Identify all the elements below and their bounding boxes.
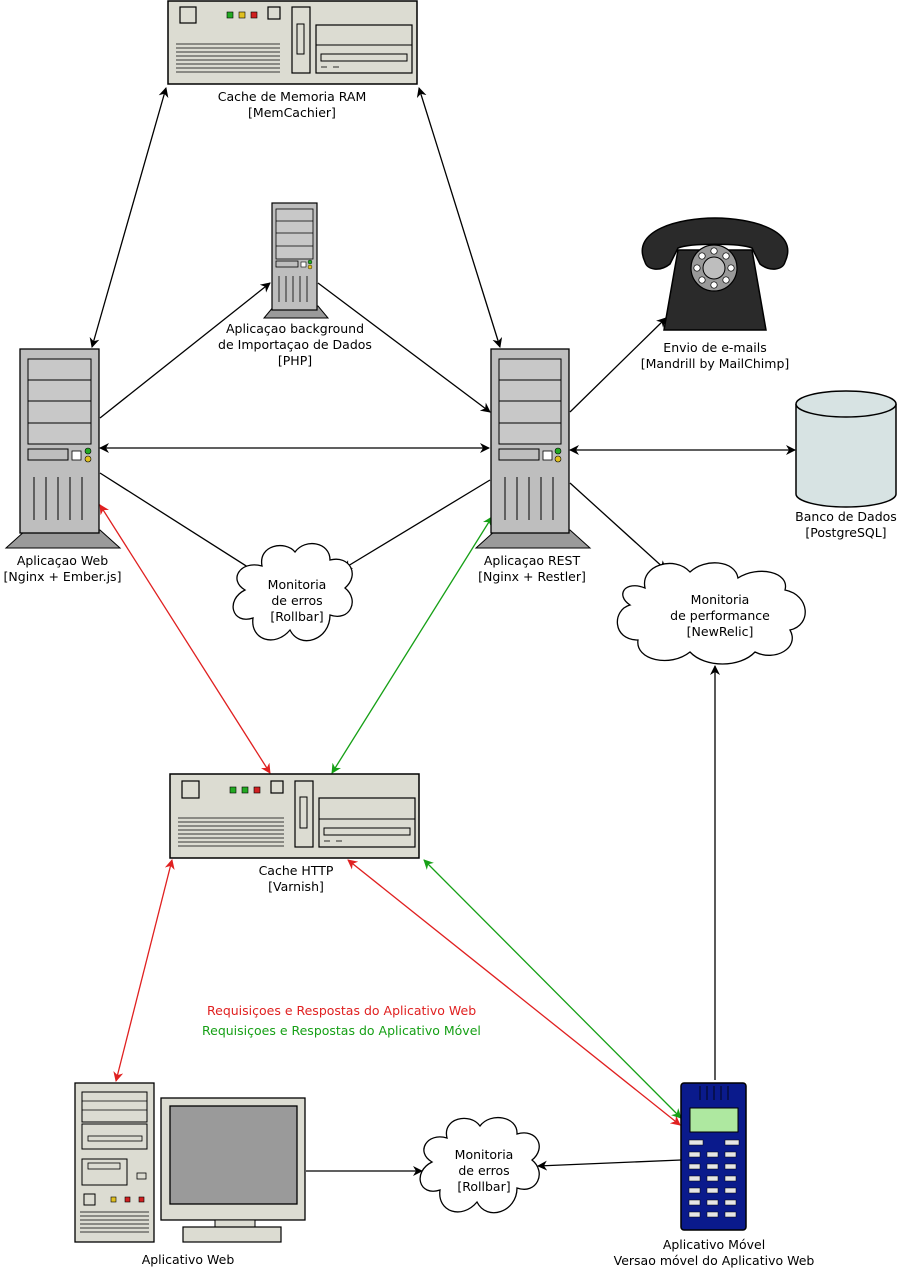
edge-httpcache-client [113,859,175,1082]
cloud-icon [616,562,806,665]
memcache-label: Cache de Memoria RAM[MemCachier] [217,89,367,120]
database-icon [795,390,897,508]
database-label: Banco de Dados[PostgreSQL] [795,509,897,540]
webapp-label: Aplicaçao Web[Nginx + Ember.js] [3,553,122,584]
edge-rest-email [569,317,667,413]
edge-mobile-errors [537,1159,682,1171]
rest-app-label: Aplicaçao REST[Nginx + Restler] [478,553,586,584]
legend-web-requests: Requisiçoes e Respostas do Aplicativo We… [207,1003,477,1018]
memcache-server-icon [167,0,418,85]
edge-rest-httpcache [331,516,493,774]
edge-rest-perf [569,482,667,571]
edge-webapp-memcache [89,87,169,348]
telephone-icon [641,217,789,331]
client-webapp-label: Aplicativo Web [141,1252,235,1267]
cloud-icon [419,1116,540,1214]
background-server-icon [262,202,330,319]
edge-background-rest [317,282,491,413]
edge-httpcache-mobile [423,859,682,1119]
http-cache-server-icon [169,773,420,859]
webapp-server-icon [4,348,122,549]
legend-mobile-requests: Requisiçoes e Respostas do Aplicativo Mó… [202,1023,481,1038]
mobile-phone-icon [680,1082,747,1231]
rest-server-icon [474,348,592,549]
edge-webapp-httpcache [99,504,271,774]
desktop-computer-icon [74,1082,306,1243]
http-cache-label: Cache HTTP[Varnish] [258,863,334,894]
edge-webapp-background [99,282,271,419]
edge-memcache-rest [416,87,503,348]
email-service-label: Envio de e-mails[Mandrill by MailChimp] [640,340,790,371]
edge-httpcache-mobile-web [347,859,681,1126]
cloud-icon [232,542,353,642]
